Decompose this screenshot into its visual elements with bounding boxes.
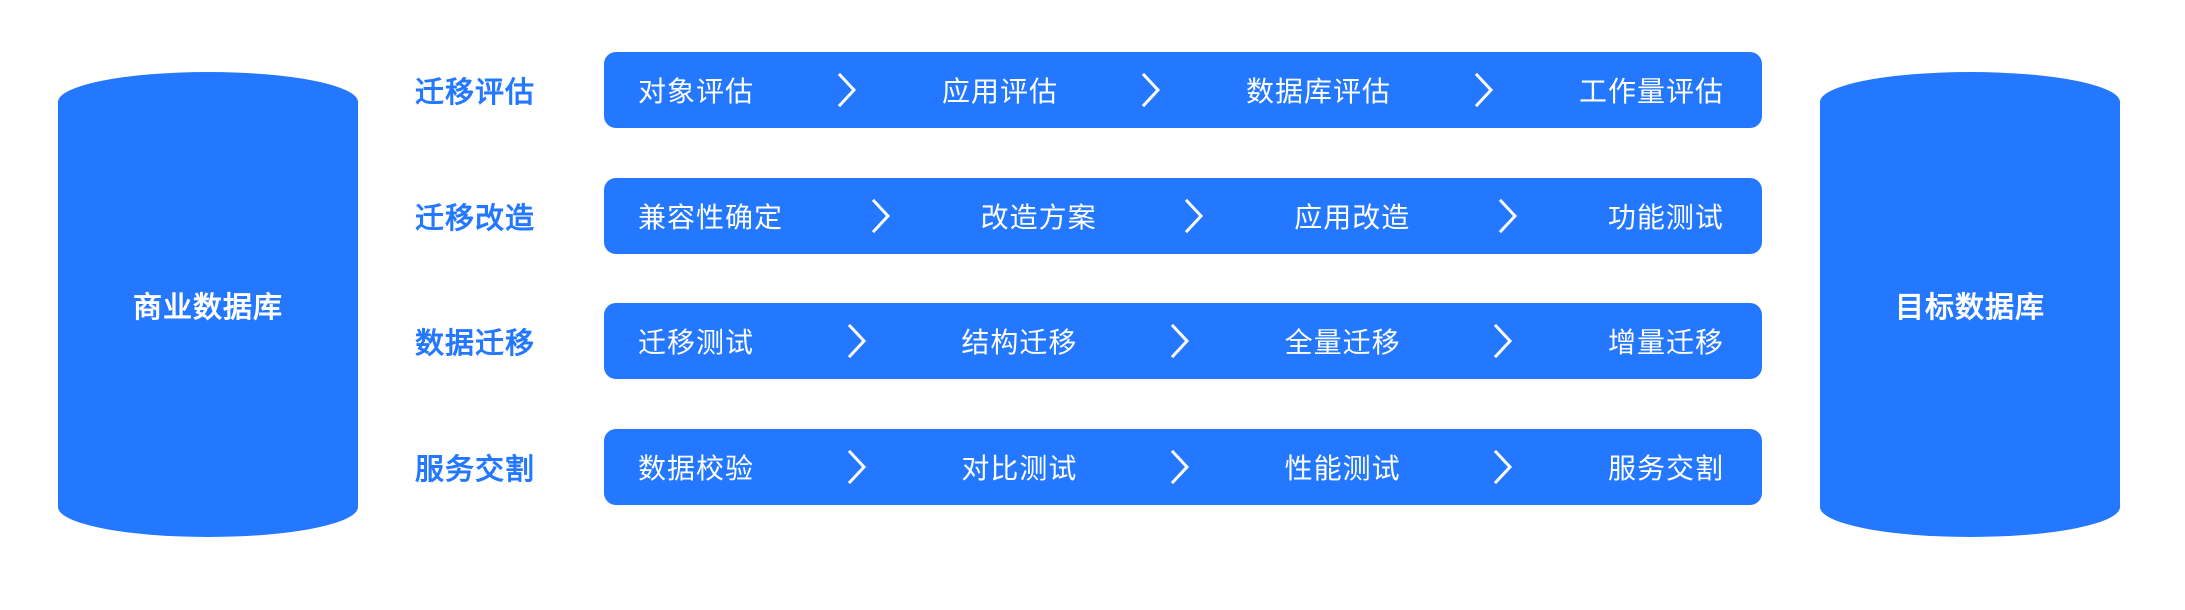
process-bar-service-cutover[interactable]: 数据校验 对比测试 性能测试 服务交割 bbox=[604, 429, 1762, 505]
step-item[interactable]: 兼容性确定 bbox=[638, 202, 784, 233]
chevron-right-icon bbox=[845, 321, 871, 361]
process-row: 迁移改造 兼容性确定 改造方案 应用改造 功能测试 bbox=[0, 178, 2185, 254]
step-item[interactable]: 全量迁移 bbox=[1284, 327, 1401, 358]
chevron-right-icon bbox=[1182, 196, 1208, 236]
row-label-migration-refactor: 迁移改造 bbox=[415, 203, 536, 235]
row-label-migration-assessment: 迁移评估 bbox=[415, 77, 536, 109]
step-item[interactable]: 结构迁移 bbox=[961, 327, 1078, 358]
chevron-right-icon bbox=[1139, 70, 1165, 110]
step-item[interactable]: 服务交割 bbox=[1607, 453, 1724, 484]
process-row: 数据迁移 迁移测试 结构迁移 全量迁移 增量迁移 bbox=[0, 303, 2185, 379]
process-row: 迁移评估 对象评估 应用评估 数据库评估 工作量评估 bbox=[0, 52, 2185, 128]
chevron-right-icon bbox=[845, 447, 871, 487]
row-label-service-cutover: 服务交割 bbox=[415, 454, 536, 486]
row-label-data-migration: 数据迁移 bbox=[415, 328, 536, 360]
step-item[interactable]: 数据校验 bbox=[638, 453, 755, 484]
source-database-cylinder: 商业数据库 bbox=[58, 72, 358, 537]
chevron-right-icon bbox=[1491, 321, 1517, 361]
chevron-right-icon bbox=[1496, 196, 1522, 236]
process-bar-data-migration[interactable]: 迁移测试 结构迁移 全量迁移 增量迁移 bbox=[604, 303, 1762, 379]
process-bar-migration-assessment[interactable]: 对象评估 应用评估 数据库评估 工作量评估 bbox=[604, 52, 1762, 128]
cylinder-bottom-cap-icon bbox=[58, 477, 358, 537]
chevron-right-icon bbox=[1168, 321, 1194, 361]
chevron-right-icon bbox=[1491, 447, 1517, 487]
step-item[interactable]: 对比测试 bbox=[961, 453, 1078, 484]
step-item[interactable]: 数据库评估 bbox=[1245, 76, 1391, 107]
chevron-right-icon bbox=[835, 70, 861, 110]
step-item[interactable]: 性能测试 bbox=[1284, 453, 1401, 484]
step-item[interactable]: 增量迁移 bbox=[1607, 327, 1724, 358]
chevron-right-icon bbox=[869, 196, 895, 236]
source-database-label: 商业数据库 bbox=[132, 291, 283, 324]
process-row: 服务交割 数据校验 对比测试 性能测试 服务交割 bbox=[0, 429, 2185, 505]
chevron-right-icon bbox=[1472, 70, 1498, 110]
process-bar-migration-refactor[interactable]: 兼容性确定 改造方案 应用改造 功能测试 bbox=[604, 178, 1762, 254]
cylinder-bottom-cap-icon bbox=[1820, 477, 2120, 537]
chevron-right-icon bbox=[1168, 447, 1194, 487]
cylinder-body bbox=[58, 102, 358, 507]
step-item[interactable]: 功能测试 bbox=[1607, 202, 1724, 233]
cylinder-body bbox=[1820, 102, 2120, 507]
step-item[interactable]: 应用评估 bbox=[941, 76, 1058, 107]
step-item[interactable]: 改造方案 bbox=[980, 202, 1097, 233]
step-item[interactable]: 应用改造 bbox=[1294, 202, 1411, 233]
step-item[interactable]: 工作量评估 bbox=[1578, 76, 1724, 107]
step-item[interactable]: 对象评估 bbox=[638, 76, 755, 107]
step-item[interactable]: 迁移测试 bbox=[638, 327, 755, 358]
target-database-cylinder: 目标数据库 bbox=[1820, 72, 2120, 537]
target-database-label: 目标数据库 bbox=[1894, 291, 2045, 324]
